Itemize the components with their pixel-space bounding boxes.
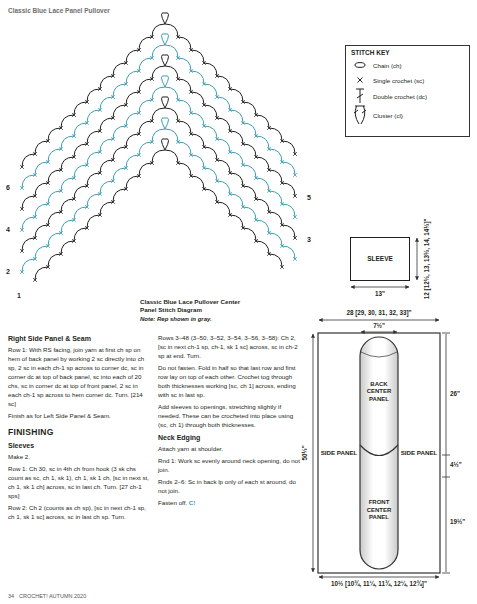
dimension: 4½" <box>450 461 462 469</box>
legend-label: Cluster (cl) <box>373 112 403 119</box>
node-label: FRONT CENTER PANEL <box>362 499 396 522</box>
stitch-key-symbols <box>354 63 366 124</box>
paragraph: Row 1: With RS facing, join yarn at firs… <box>8 346 150 409</box>
row-number: 3 <box>306 236 312 244</box>
dimension-lines <box>417 238 418 280</box>
body-text: Rows 3–48 (3–50, 3–52, 3–54, 3–56, 3–58)… <box>158 334 298 359</box>
body-schematic <box>360 445 398 456</box>
dimension-lines <box>313 334 314 572</box>
paragraph: Add sleeves to openings, stretching slig… <box>158 403 300 430</box>
paragraph: Rnd 1: Work sc evenly around neck openin… <box>158 457 300 475</box>
dimension: 13" <box>375 290 385 298</box>
stitch-key-symbols <box>358 78 363 83</box>
front-center-panel: FRONT CENTER PANEL <box>360 452 398 569</box>
back-center-panel: BACK CENTER PANEL <box>360 337 398 447</box>
stitch-diagram <box>22 76 295 230</box>
legend-label: Single crochet (sc) <box>373 77 424 84</box>
dimension-lines <box>313 238 450 577</box>
paragraph: Finish as for Left Side Panel & Seam. <box>8 412 150 421</box>
footer-text: CROCHET! AUTUMN 2020 <box>19 593 86 600</box>
row-number: 5 <box>306 194 312 202</box>
paragraph: Fasten off. C! <box>158 499 300 508</box>
node-label: SIDE PANEL <box>321 449 358 457</box>
sub-heading: Neck Edging <box>158 434 200 441</box>
sub-heading: Sleeves <box>8 442 34 449</box>
body-text: Add sleeves to openings, stretching slig… <box>158 403 293 428</box>
body-text: Finish as for Left Side Panel & Seam. <box>8 412 111 419</box>
row-number: 1 <box>16 292 22 300</box>
side-panel: SIDE PANEL <box>398 333 440 573</box>
stitch-diagram <box>20 35 297 169</box>
paragraph: Rnds 2–6: Sc in back lp only of each st … <box>158 478 300 496</box>
dimension-lines <box>446 334 447 572</box>
text-column: Right Side Panel & SeamRow 1: With RS fa… <box>8 334 150 525</box>
dimension: 50½" <box>301 445 309 460</box>
text-column: Rows 3–48 (3–50, 3–52, 3–54, 3–56, 3–58)… <box>158 334 300 511</box>
stitch-key-box: STITCH KEY Chain (ch) Single crochet (sc) D… <box>345 45 470 137</box>
stitch-diagram <box>22 34 295 188</box>
stitch-key-symbols <box>354 106 366 124</box>
paragraph: Rows 3–48 (3–50, 3–52, 3–54, 3–56, 3–58)… <box>158 334 300 361</box>
dimension: 7½" <box>373 322 385 330</box>
dimension: 28 [29, 30, 31, 32, 33]" <box>347 309 412 317</box>
stitch-key-symbols <box>356 89 364 103</box>
body-text: Row 1: Ch 30, sc in 4th ch from hook (3 … <box>8 465 149 499</box>
paragraph: Make 2. <box>8 453 150 462</box>
node-label: STITCH KEY <box>351 49 390 57</box>
body-text: Make 2. <box>8 453 30 460</box>
section-heading: Right Side Panel & Seam <box>8 335 91 342</box>
node-label: BACK CENTER PANEL <box>362 381 396 404</box>
paragraph: Right Side Panel & Seam <box>8 334 150 343</box>
dimension: 10½ [10¾, 11¼, 11¾, 12¼, 12¾]" <box>331 580 427 588</box>
legend-label: Double crochet (dc) <box>373 93 427 100</box>
paragraph: Sleeves <box>8 441 150 450</box>
body-text: Row 2: Ch 2 (counts as ch sp), [sc in ne… <box>8 504 146 520</box>
stitch-diagram <box>33 161 284 282</box>
page-number: 34 <box>8 593 14 600</box>
stitch-diagram <box>20 13 297 282</box>
body-text: Attach yarn at shoulder. <box>158 445 223 452</box>
node-label: SIDE PANEL <box>401 449 438 457</box>
stitch-diagram <box>22 13 295 167</box>
body-text: Fasten off. <box>158 499 187 506</box>
dimension: 12 [12½, 13, 13½, 14, 14½]" <box>422 219 430 300</box>
dimension-lines <box>361 332 397 333</box>
section-heading: FINISHING <box>8 427 54 437</box>
body-schematic <box>360 337 398 569</box>
dimension-lines <box>442 333 450 573</box>
node-label: SLEEVE <box>367 255 393 263</box>
row-number: 4 <box>5 226 11 234</box>
row-number: 6 <box>5 184 11 192</box>
dimension-lines <box>319 320 439 321</box>
paragraph: FINISHING <box>8 427 150 438</box>
body-text: Rnd 1: Work sc evenly around neck openin… <box>158 457 300 473</box>
dimension: 26" <box>450 390 460 398</box>
legend-label: Chain (ch) <box>373 62 402 69</box>
body-schematic <box>318 333 440 573</box>
diagram-caption: Classic Blue Lace Pullover Center Panel … <box>140 298 248 314</box>
paragraph: Row 2: Ch 2 (counts as ch sp), [sc in ne… <box>8 504 150 522</box>
stitch-diagram <box>22 55 295 209</box>
body-schematic <box>318 333 440 573</box>
dimension-lines <box>319 577 439 578</box>
paragraph: Row 1: Ch 30, sc in 4th ch from hook (3 … <box>8 465 150 501</box>
body-text: Row 1: With RS facing, join yarn at firs… <box>8 346 144 407</box>
stitch-key-symbols <box>355 63 365 68</box>
sleeve-box: SLEEVE <box>350 237 410 281</box>
side-panel: SIDE PANEL <box>318 333 360 573</box>
page-title: Classic Blue Lace Panel Pullover <box>8 7 110 15</box>
dimension-lines <box>351 287 409 288</box>
body-text: Rnds 2–6: Sc in back lp only of each st … <box>158 478 296 494</box>
paragraph: Neck Edging <box>158 433 300 442</box>
row-number: 2 <box>5 268 11 276</box>
dimension: 19½" <box>450 518 465 526</box>
body-text: Do not fasten. Fold in half so that last… <box>158 364 296 398</box>
diagram-note: Note: Rep shown in gray. <box>140 316 212 323</box>
body-schematic <box>361 352 397 357</box>
body-text: C! <box>189 499 196 506</box>
stitch-diagram <box>35 139 282 280</box>
paragraph: Attach yarn at shoulder. <box>158 445 300 454</box>
paragraph: Do not fasten. Fold in half so that last… <box>158 364 300 400</box>
